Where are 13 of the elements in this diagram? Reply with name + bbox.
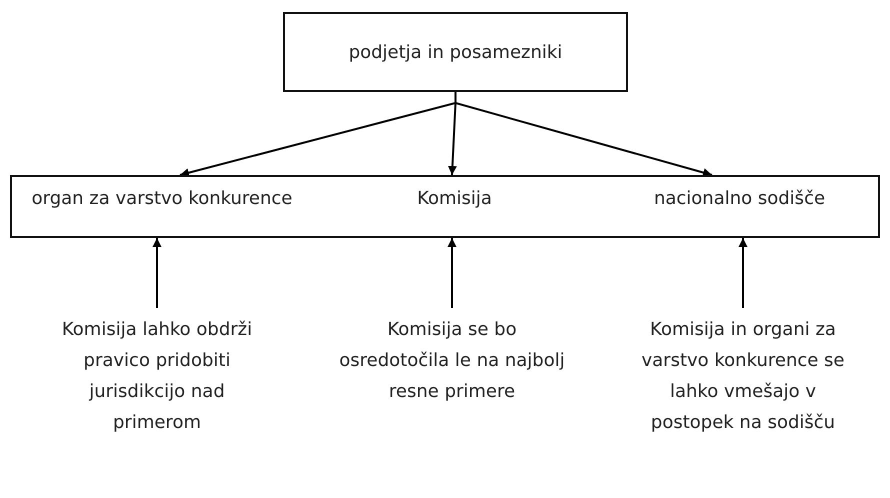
node-text: Komisija se bo osredotočila le na najbolj resne primere <box>338 318 566 404</box>
node-text: organ za varstvo konkurence <box>32 187 292 211</box>
arrow <box>152 238 162 308</box>
arrow <box>454 92 712 177</box>
node-text: Komisija lahko obdrži pravico pridobiti jurisdikcijo nad primerom <box>60 318 254 435</box>
node-text: Komisija <box>417 187 492 211</box>
node-text: Komisija in organi za varstvo konkurence se lahko vmešajo v postopek na sodišču <box>640 318 846 435</box>
arrow <box>448 238 456 308</box>
node-text: nacionalno sodišče <box>654 187 826 211</box>
source-box <box>283 12 628 92</box>
arrow <box>738 238 748 308</box>
band-box <box>10 175 880 238</box>
node-text: podjetja in posamezniki <box>348 40 562 64</box>
